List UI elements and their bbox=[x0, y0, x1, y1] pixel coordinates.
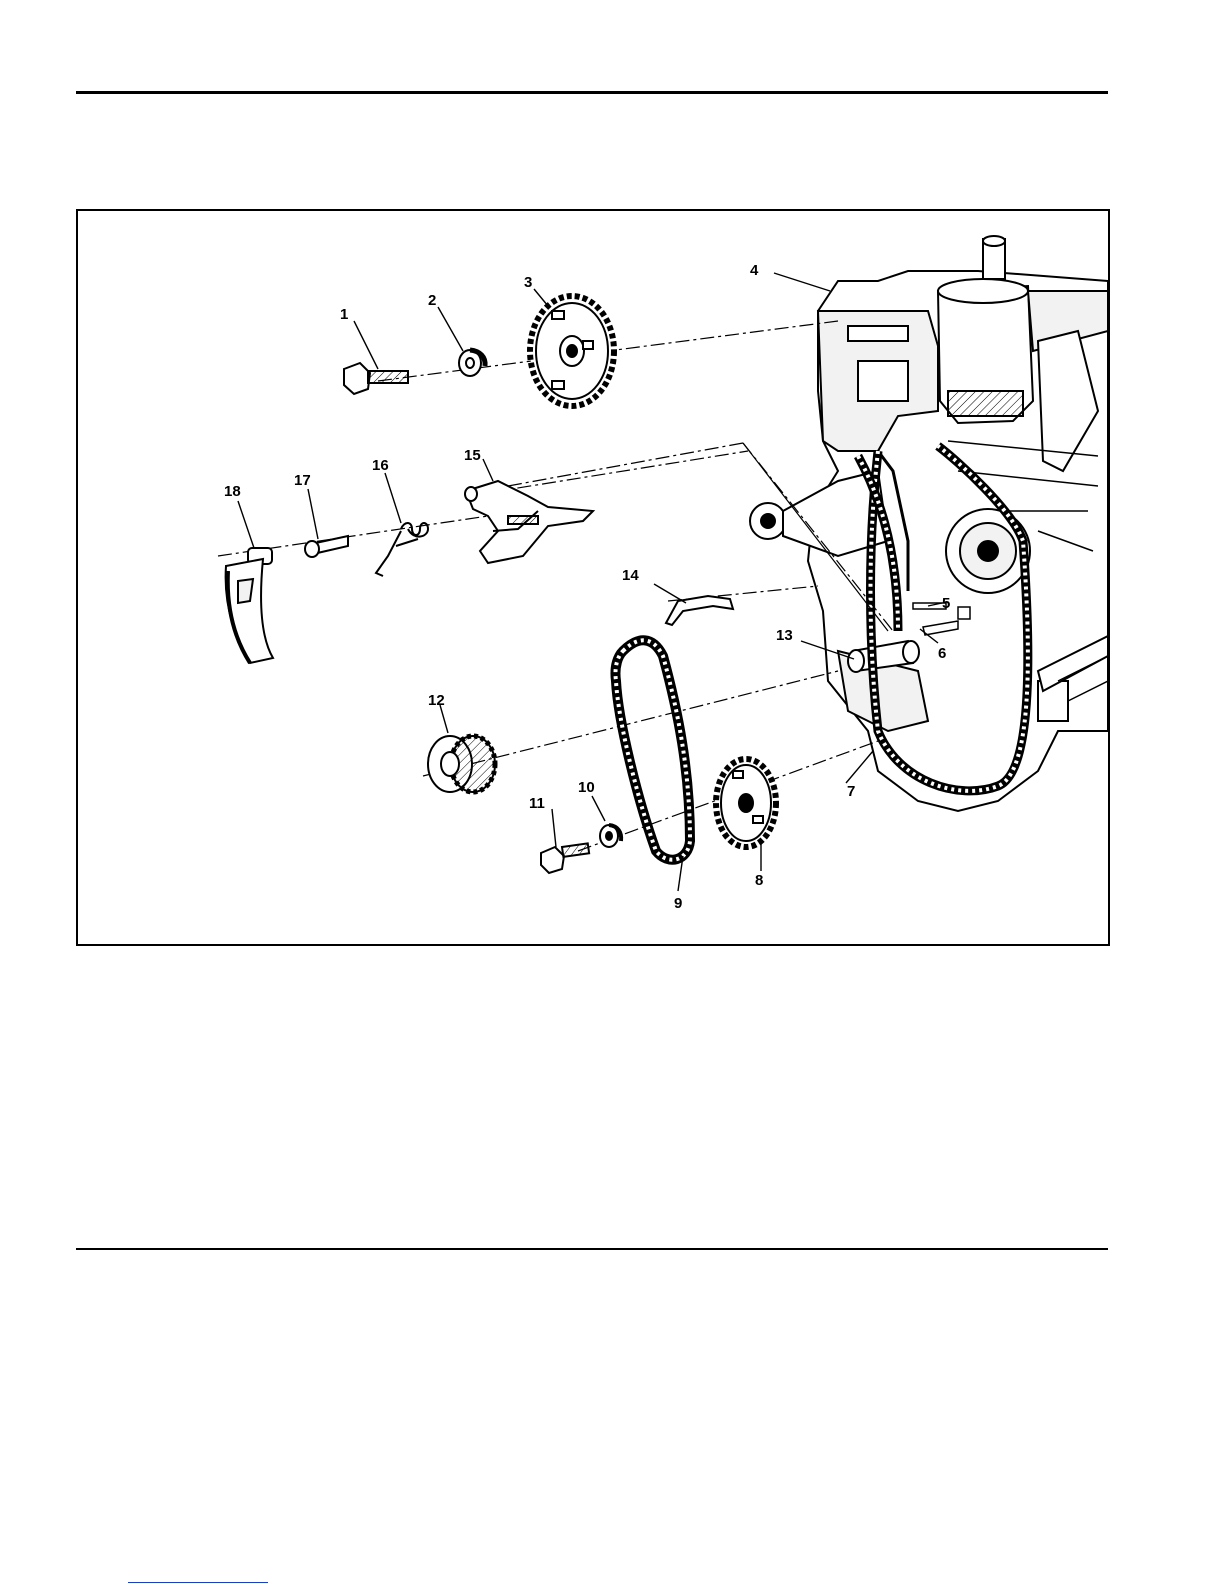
part-18-tensioner-shoe bbox=[226, 548, 273, 663]
callout-3: 3 bbox=[524, 274, 532, 291]
callout-17: 17 bbox=[294, 472, 311, 489]
callout-8: 8 bbox=[755, 872, 763, 889]
callout-4: 4 bbox=[750, 262, 759, 279]
part-17-pin bbox=[305, 536, 348, 557]
part-11-bolt bbox=[541, 843, 589, 873]
callout-14: 14 bbox=[622, 567, 639, 584]
callout-11: 11 bbox=[529, 795, 545, 812]
callout-6: 6 bbox=[938, 645, 946, 662]
callout-2: 2 bbox=[428, 292, 436, 309]
timing-chain-exploded-diagram: 1 2 3 4 5 6 7 8 9 10 11 12 13 14 15 16 1… bbox=[76, 209, 1110, 946]
part-10-washer bbox=[600, 825, 621, 847]
callout-5: 5 bbox=[942, 595, 950, 612]
callout-18: 18 bbox=[224, 483, 241, 500]
diagram-canvas: 1 2 3 4 5 6 7 8 9 10 11 12 13 14 15 16 1… bbox=[78, 211, 1108, 944]
callout-1: 1 bbox=[340, 306, 348, 323]
engine-block bbox=[750, 236, 1108, 811]
footer-rule bbox=[76, 1248, 1108, 1250]
part-2-washer bbox=[459, 350, 485, 376]
callout-15: 15 bbox=[464, 447, 481, 464]
callout-10: 10 bbox=[578, 779, 595, 796]
part-16-spring bbox=[376, 523, 428, 576]
part-8-sprocket bbox=[716, 759, 776, 847]
part-3-camshaft-sprocket bbox=[530, 296, 614, 406]
callout-13: 13 bbox=[776, 627, 793, 644]
callout-9: 9 bbox=[674, 895, 682, 912]
callout-16: 16 bbox=[372, 457, 389, 474]
part-1-bolt bbox=[344, 363, 408, 394]
part-9-timing-chain bbox=[615, 640, 690, 859]
footer-link-underline[interactable] bbox=[128, 1582, 268, 1583]
part-12-crankshaft-sprocket bbox=[428, 736, 495, 792]
callout-12: 12 bbox=[428, 692, 445, 709]
header-rule bbox=[76, 91, 1108, 94]
part-15-tensioner-bracket bbox=[465, 481, 593, 563]
callout-7: 7 bbox=[847, 783, 855, 800]
